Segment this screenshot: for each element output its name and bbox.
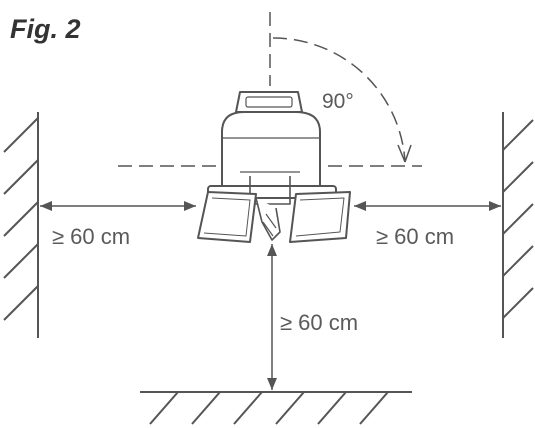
left-clearance-label: ≥ 60 cm (52, 224, 130, 249)
right-clearance-label: ≥ 60 cm (376, 224, 454, 249)
angle-label: 90° (322, 90, 354, 113)
floor (140, 391, 412, 425)
left-louver (197, 191, 257, 243)
right-wall (502, 112, 534, 338)
left-wall (3, 112, 39, 338)
bottom-clearance-label: ≥ 60 cm (280, 310, 358, 335)
appliance (197, 91, 351, 243)
right-louver (289, 191, 351, 243)
rotation-arc (272, 37, 412, 163)
appliance-body (221, 111, 321, 193)
dimension-lines (40, 201, 501, 390)
figure-title: Fig. 2 (10, 14, 81, 44)
